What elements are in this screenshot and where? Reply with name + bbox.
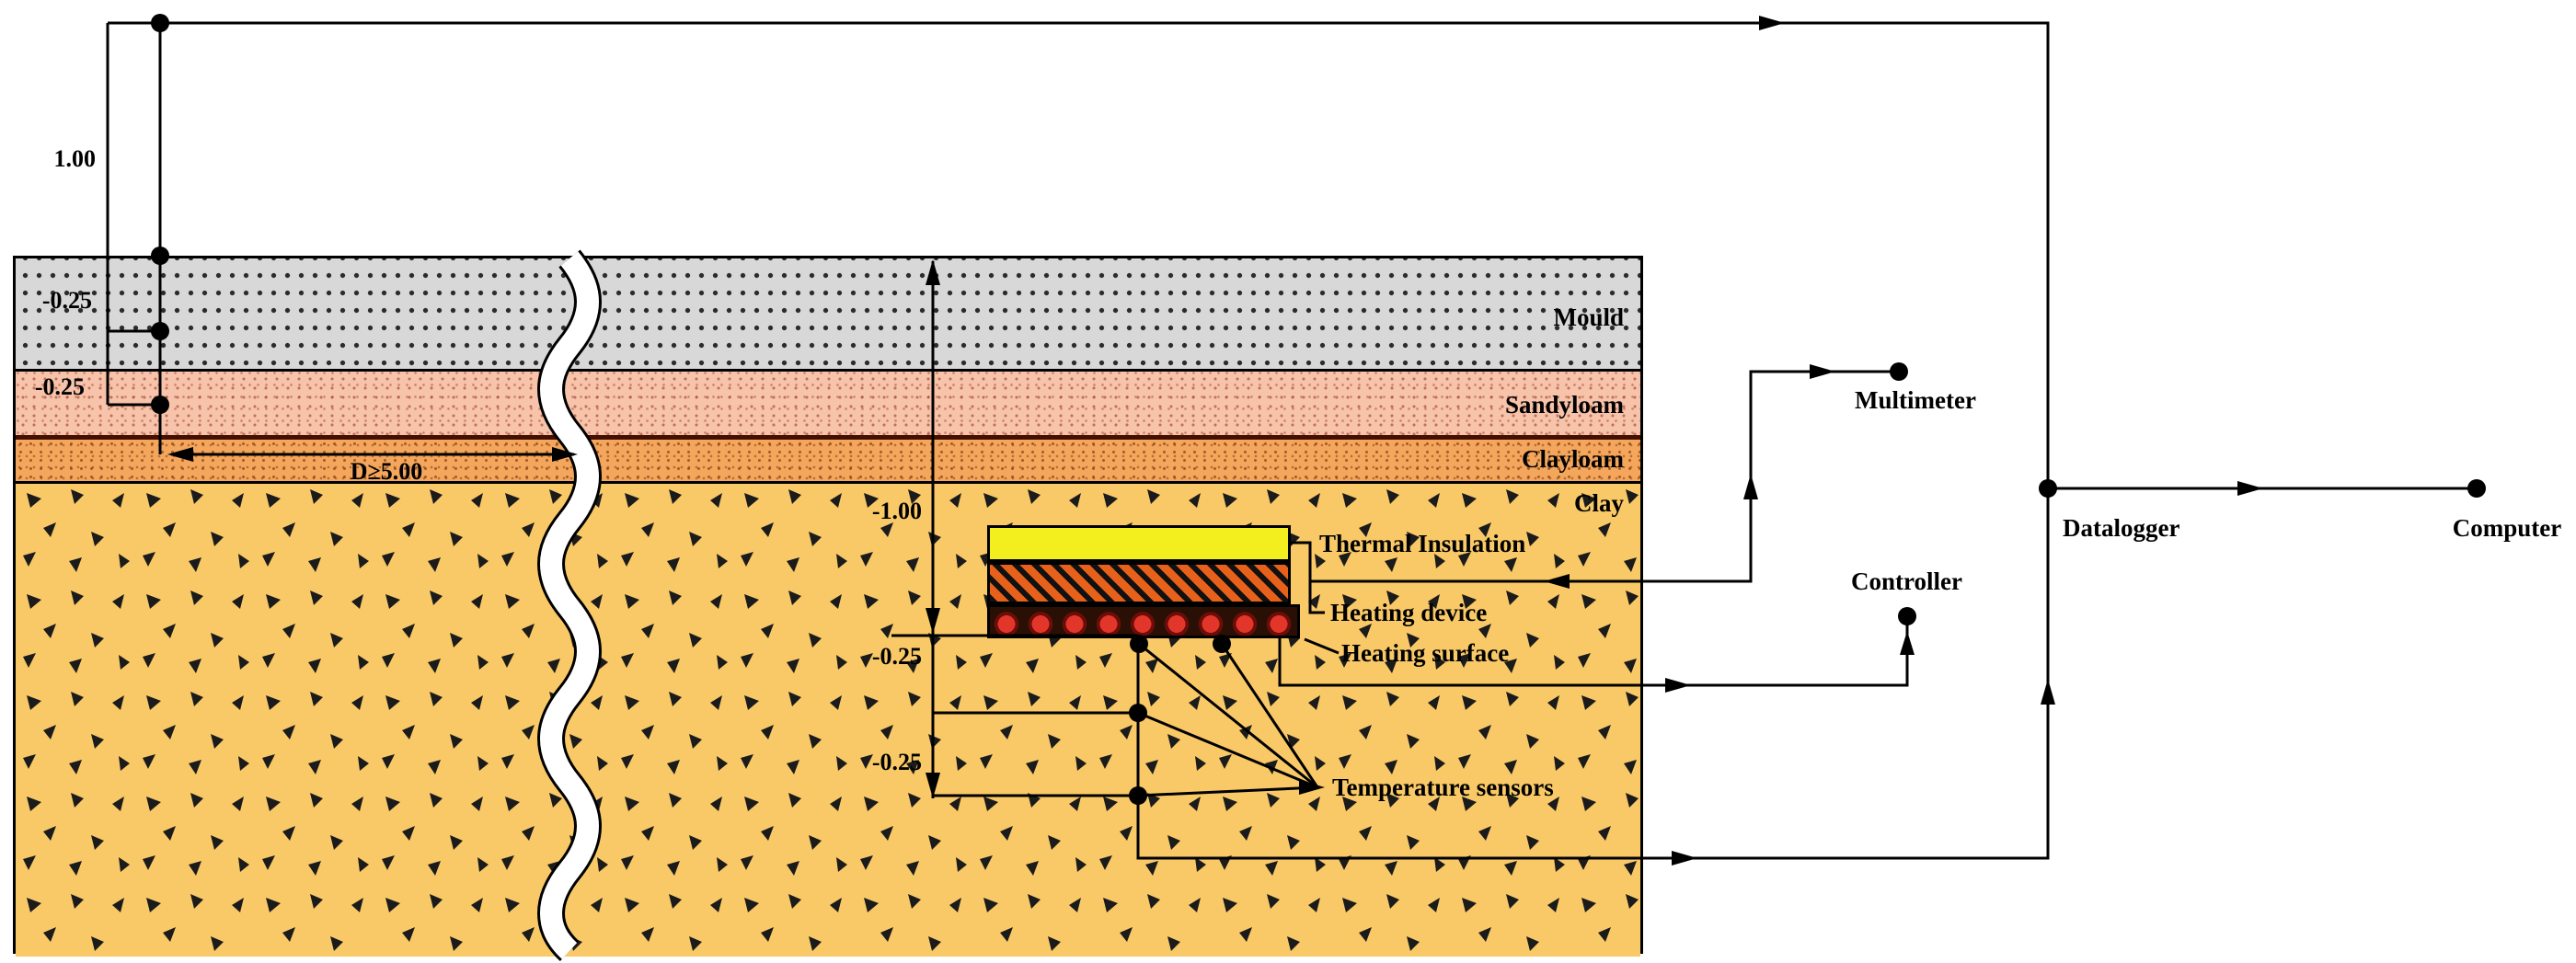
heating-device-bar: [987, 562, 1291, 604]
arrow-top-wire: [1759, 16, 1785, 30]
dim-label-upper-sensor-2: -0.25: [34, 373, 85, 400]
arrow-multimeter-right: [1810, 364, 1835, 379]
component-label-temperature-sensors: Temperature sensors: [1332, 774, 1554, 801]
layer-label-sandyloam: Sandyloam: [1504, 391, 1624, 418]
instrument-label-computer: Computer: [2452, 514, 2562, 542]
instrument-label-datalogger: Datalogger: [2063, 514, 2180, 542]
controller-terminal-dot: [1898, 607, 1916, 625]
dim-label-above-ground: 1.00: [53, 145, 97, 172]
component-label-heating-device: Heating device: [1330, 599, 1488, 626]
dim-label-distance: D≥5.00: [350, 458, 423, 485]
arrow-controller-right: [1665, 678, 1691, 693]
dim-label-heater-depth: -1.00: [871, 498, 922, 524]
component-label-heating-surface: Heating surface: [1341, 639, 1510, 667]
computer-terminal-dot: [2467, 479, 2486, 498]
datalogger-terminal-dot: [2039, 479, 2057, 498]
dim-label-upper-sensor-1: -0.25: [41, 287, 92, 314]
instrument-label-controller: Controller: [1851, 567, 1962, 595]
heating-surface-bar: [987, 604, 1300, 638]
arrow-datalogger-up: [2041, 679, 2055, 705]
arrow-controller-up: [1900, 631, 1915, 655]
arrow-multimeter-up: [1743, 474, 1758, 499]
arrow-computer: [2237, 481, 2263, 496]
junction-dot-top: [151, 14, 169, 32]
instrument-label-multimeter: Multimeter: [1855, 386, 1976, 414]
component-label-thermal-insulation: Thermal Insulation: [1319, 530, 1526, 557]
layer-label-clayloam: Clayloam: [1522, 445, 1624, 473]
layer-label-mould: Mould: [1553, 304, 1624, 331]
multimeter-terminal-dot: [1890, 362, 1908, 381]
arrow-bottom-wire: [1672, 851, 1697, 866]
dim-label-lower-sensor-2: -0.25: [871, 749, 922, 775]
layer-label-clay: Clay: [1574, 489, 1624, 517]
dim-label-lower-sensor-1: -0.25: [871, 643, 922, 670]
thermal-insulation-bar: [987, 525, 1291, 562]
